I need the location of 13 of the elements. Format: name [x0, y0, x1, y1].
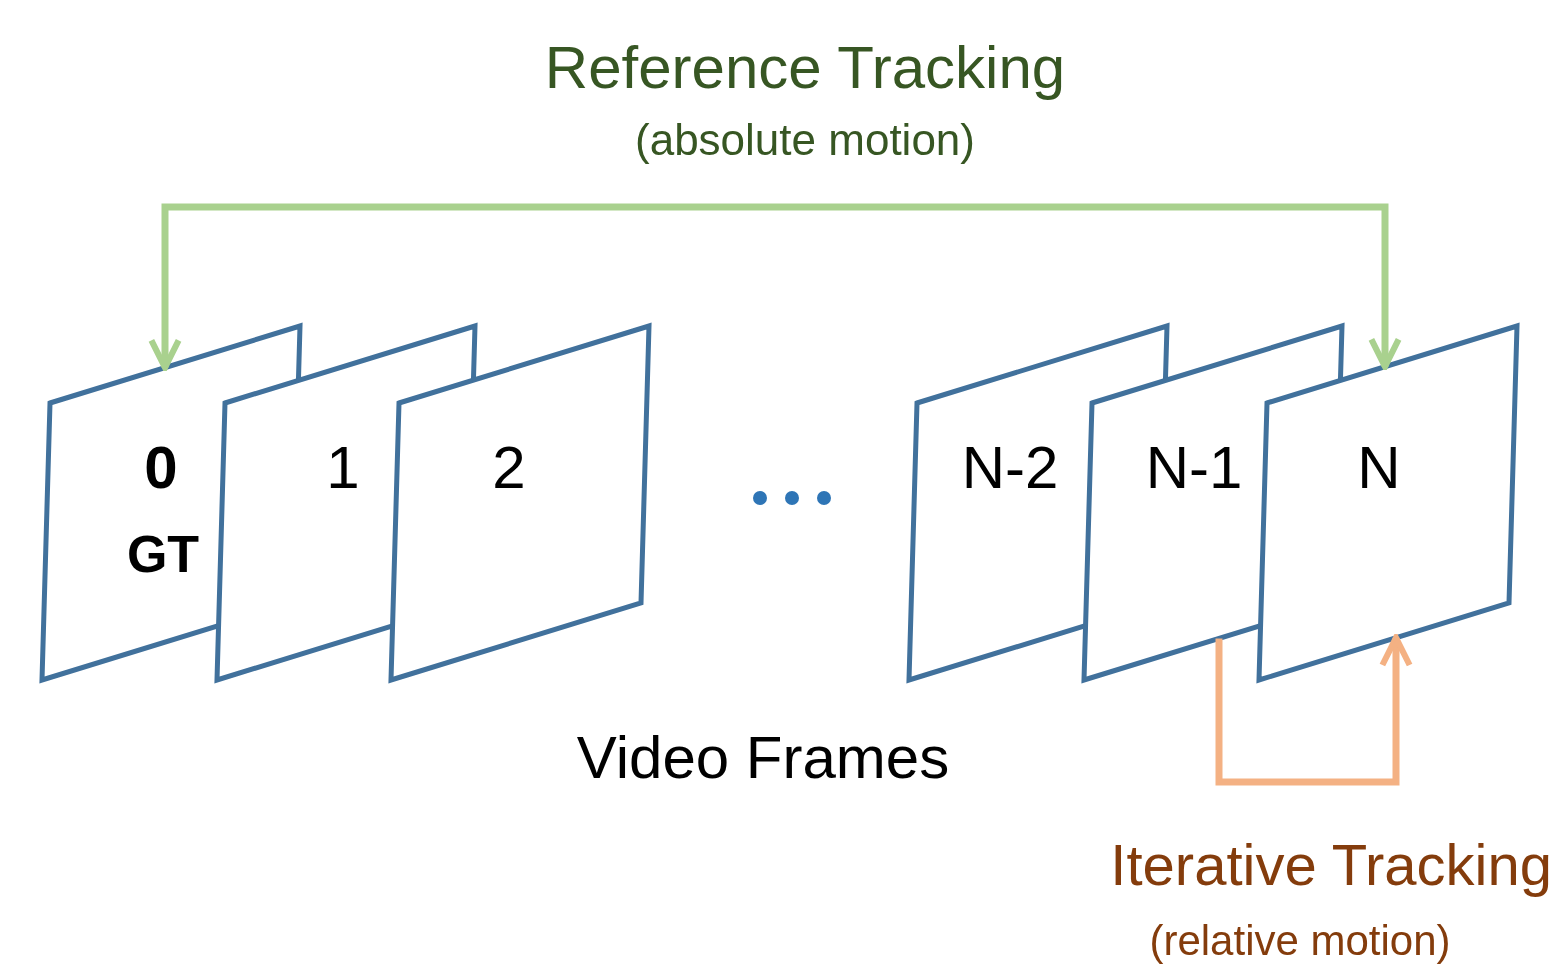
frame-number: N-2 — [961, 438, 1059, 498]
frame-number: N-1 — [1145, 438, 1243, 498]
frame-number: 2 — [492, 438, 526, 498]
caption: Video Frames — [576, 728, 950, 788]
subheading: (relative motion) — [1149, 920, 1451, 962]
subheading: (absolute motion) — [635, 118, 975, 162]
arrow — [148, 203, 1402, 371]
frame-number: 0 — [144, 438, 178, 498]
heading: Reference Tracking — [544, 38, 1066, 98]
frame-number: N — [1357, 438, 1401, 498]
frame-label: GT — [126, 528, 200, 580]
frame-number: 1 — [326, 438, 360, 498]
arrow — [1215, 634, 1413, 786]
